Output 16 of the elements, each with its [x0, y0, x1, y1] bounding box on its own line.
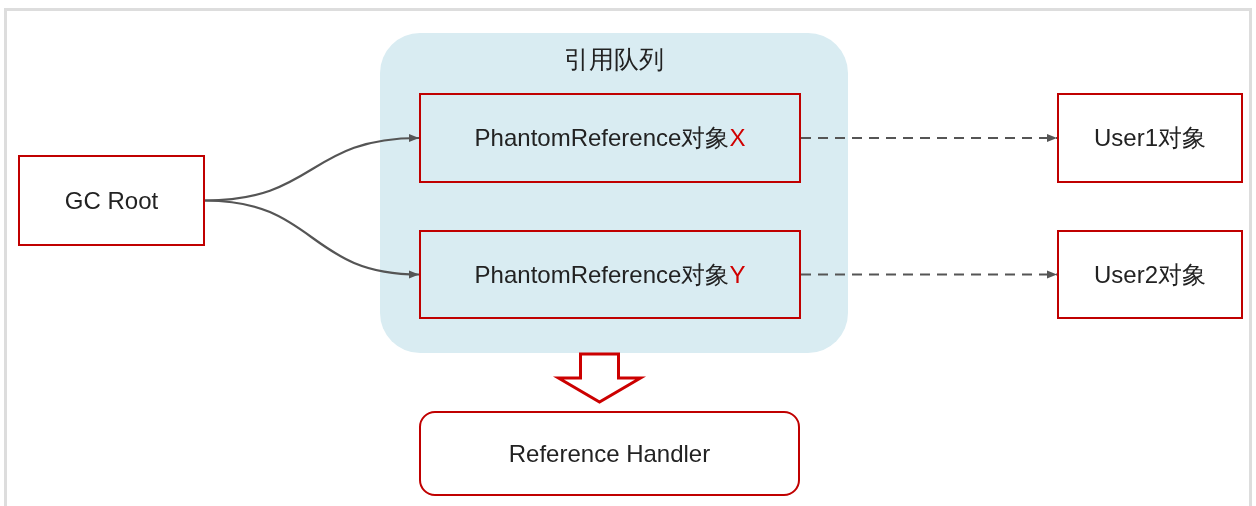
reference-box [419, 230, 801, 319]
highlight-letter: X [729, 124, 746, 152]
arrow [204, 199, 420, 278]
object-box: User1对象 [1057, 93, 1243, 183]
highlight-letter: Y [729, 260, 746, 289]
box-label: PhantomReference对象 [474, 123, 730, 153]
reference-box [419, 93, 801, 183]
root-box: GC Root [18, 155, 205, 246]
handler-box: Reference Handler [419, 411, 800, 496]
band-heading: 引用队列 [563, 44, 665, 75]
block-arrow [552, 352, 647, 404]
queue-band [380, 33, 848, 353]
arrow [801, 270, 1057, 279]
object-box: User2对象 [1057, 230, 1243, 319]
box-label: PhantomReference对象 [474, 259, 730, 290]
arrow [801, 134, 1057, 142]
